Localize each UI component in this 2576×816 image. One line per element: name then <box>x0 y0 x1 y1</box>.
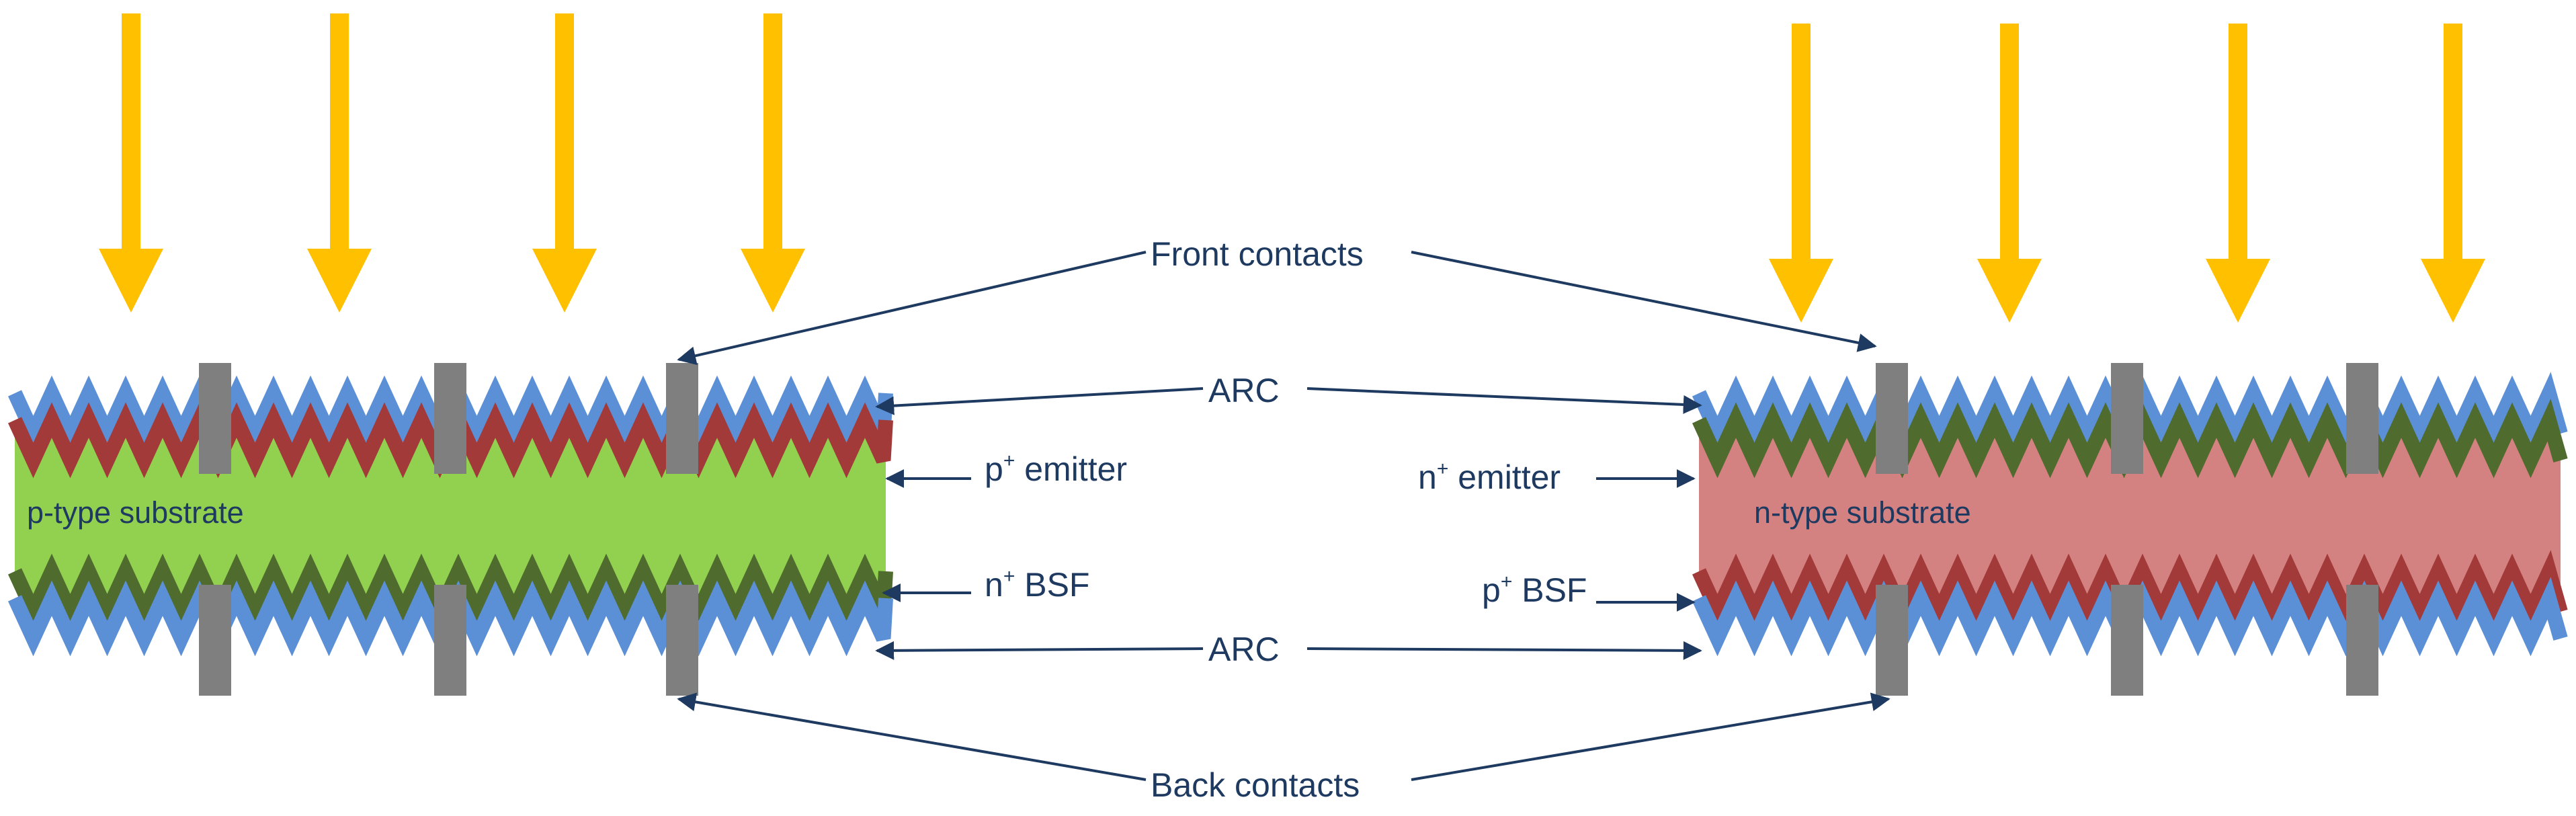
left-back-contact-2 <box>434 585 466 696</box>
sunlight-arrow-head-1 <box>99 249 163 313</box>
sunlight-arrow-shaft-3 <box>555 13 574 249</box>
sunlight-arrow-head-5 <box>1769 259 1833 323</box>
back-contacts-label: Back contacts <box>1151 766 1360 804</box>
arc-bottom-pointer-left <box>875 641 1204 660</box>
right-front-contact-1 <box>1876 363 1908 474</box>
left-n-bsf-layer <box>8 553 893 630</box>
n-emitter-label: n+ emitter <box>1418 458 1561 496</box>
right-contacts <box>1876 363 2378 696</box>
sunlight-arrow-head-2 <box>307 249 372 313</box>
sunlight-arrow-head-8 <box>2421 259 2485 323</box>
p-type-substrate-label: p-type substrate <box>27 495 244 530</box>
back-contact-pointer-right <box>1411 692 1891 781</box>
n-type-substrate-label: n-type substrate <box>1754 495 1971 530</box>
sunlight-arrow-head-3 <box>532 249 597 313</box>
sunlight-arrow-shaft-2 <box>330 13 349 249</box>
right-back-contact-2 <box>2111 585 2143 696</box>
sunlight-arrow-head-4 <box>741 249 805 313</box>
sunlight-arrow-shaft-5 <box>1792 24 1811 259</box>
arc-bottom-label: ARC <box>1208 630 1280 668</box>
left-solar-cell: p-type substrate <box>8 363 893 696</box>
left-back-contact-1 <box>199 585 231 696</box>
back-contact-pointer-left <box>677 692 1147 781</box>
front-contact-pointer-right <box>1411 251 1877 352</box>
n-bsf-label: n+ BSF <box>985 565 1089 604</box>
front-contact-pointer-left <box>677 251 1147 365</box>
right-front-contact-2 <box>2111 363 2143 474</box>
sunlight-arrow-shaft-7 <box>2229 24 2247 259</box>
right-back-contact-3 <box>2346 585 2378 696</box>
left-front-contact-1 <box>199 363 231 474</box>
left-front-contact-2 <box>434 363 466 474</box>
right-front-contact-3 <box>2346 363 2378 474</box>
right-solar-cell: n-type substrate <box>1692 363 2568 696</box>
arc-top-label: ARC <box>1208 372 1280 409</box>
arc-top-pointer-right <box>1306 387 1702 414</box>
left-contacts <box>199 363 698 696</box>
sunlight-arrow-shaft-8 <box>2444 24 2462 259</box>
sunlight-arrow-shaft-4 <box>763 13 782 249</box>
p-emitter-label: p+ emitter <box>985 450 1127 488</box>
p-bsf-label: p+ BSF <box>1482 571 1587 609</box>
arc-top-pointer-left <box>875 387 1204 415</box>
front-contacts-label: Front contacts <box>1151 235 1364 273</box>
left-front-contact-3 <box>666 363 698 474</box>
arc-bottom-pointer-right <box>1306 641 1702 660</box>
pointer-lines <box>677 251 1891 781</box>
left-back-contact-3 <box>666 585 698 696</box>
right-back-contact-1 <box>1876 585 1908 696</box>
sunlight-arrow-shaft-1 <box>122 13 140 249</box>
sunlight-arrows <box>99 13 2485 323</box>
sunlight-arrow-shaft-6 <box>2000 24 2019 259</box>
sunlight-arrow-head-7 <box>2206 259 2270 323</box>
sunlight-arrow-head-6 <box>1977 259 2042 323</box>
